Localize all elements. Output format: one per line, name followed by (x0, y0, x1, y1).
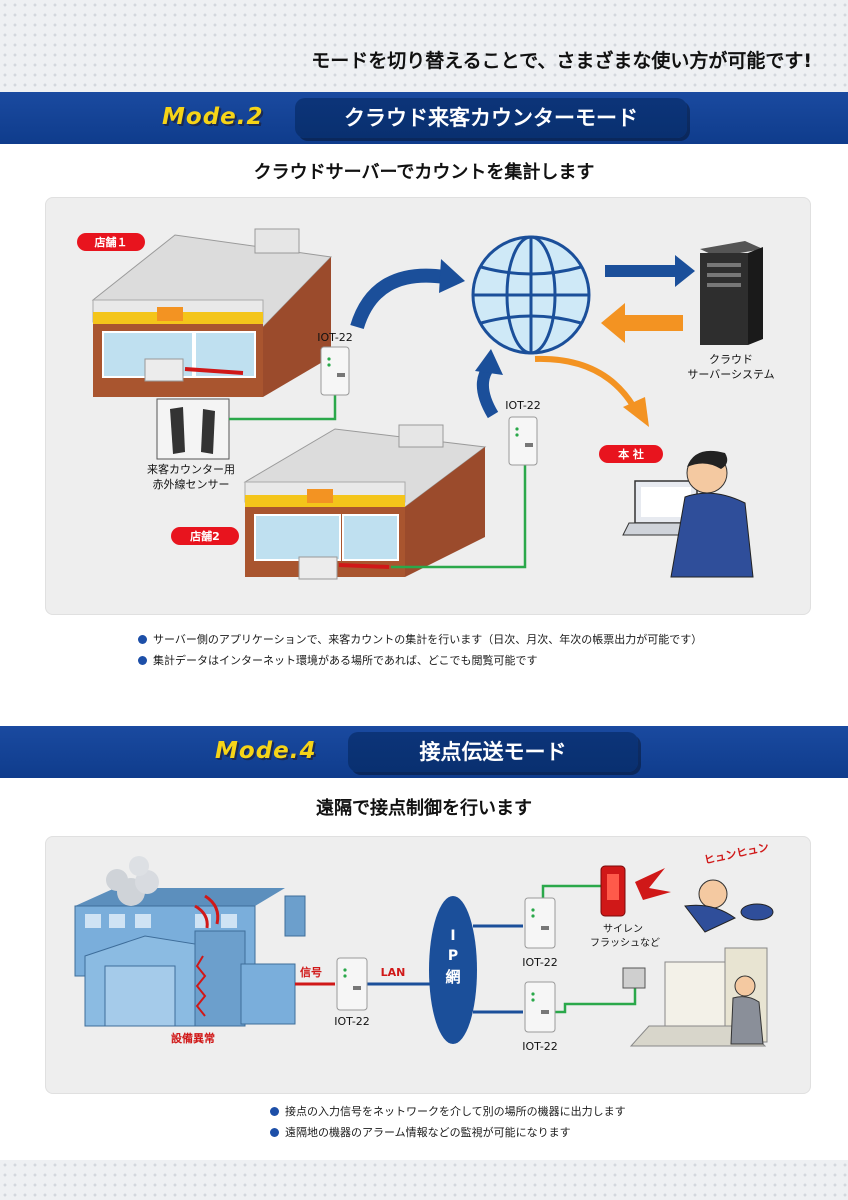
bottom-dotted-background (0, 1160, 848, 1200)
arrow-to-server-head (675, 255, 695, 287)
mode4-label: Mode.4 (215, 738, 317, 764)
mode4-diagram: 設備異常 信号 LAN IOT-22 I P 網 IOT-22 (74, 840, 774, 1053)
arrow-store1-to-cloud (350, 268, 446, 330)
arrow-store2-to-cloud (477, 363, 499, 419)
mode4-diagram-panel: 設備異常 信号 LAN IOT-22 I P 網 IOT-22 (45, 836, 811, 1094)
office-wire (543, 988, 637, 1014)
mode2-note-2-text: 集計データはインターネット環境がある場所であれば、どこでも閲覧可能です (153, 654, 538, 667)
iot22-device-icon-top (524, 897, 556, 949)
server-tower-icon (700, 241, 763, 345)
iot22-device-icon-bottom (524, 981, 556, 1033)
ip-label-3: 網 (445, 968, 460, 986)
mode2-diagram: 来客カウンター用 赤外線センサー 店舗１ 店舗2 (77, 228, 775, 580)
store2-badge (171, 527, 239, 545)
office-monitoring-icon (622, 947, 768, 1047)
iot22-device-icon-main (336, 957, 368, 1011)
device2-label: IOT-22 (505, 399, 541, 412)
store1-badge (77, 233, 145, 251)
mode4-note-2: 遠隔地の機器のアラーム情報などの監視が可能になります (270, 1122, 626, 1143)
mode2-subtitle: クラウドサーバーでカウントを集計します (253, 162, 595, 183)
mode2-title: クラウド来客カウンターモード (295, 98, 687, 138)
device-top-label: IOT-22 (522, 956, 558, 969)
store1-building (91, 228, 333, 397)
anomaly-label: 設備異常 (171, 1031, 215, 1045)
ip-label-2: P (448, 948, 458, 964)
infrared-sensor-icon (156, 398, 230, 460)
office-worker-laptop-icon (622, 450, 754, 578)
bullet-icon (270, 1128, 279, 1137)
siren-label-1: サイレン (603, 923, 643, 935)
iot22-device-icon-1 (320, 346, 350, 396)
top-dotted-background (0, 0, 848, 92)
mode2-note-1: サーバー側のアプリケーションで、来客カウントの集計を行います（日次、月次、年次の… (138, 629, 702, 650)
store1-label: 店舗１ (95, 235, 128, 249)
mode2-label: Mode.2 (162, 104, 264, 130)
ip-network-icon (429, 896, 477, 1044)
ip-label-1: I (450, 928, 455, 944)
mode2-notes: サーバー側のアプリケーションで、来客カウントの集計を行います（日次、月次、年次の… (138, 629, 702, 671)
tagline: モードを切り替えることで、さまざまな使い方が可能です! (311, 50, 812, 72)
bullet-icon (270, 1107, 279, 1116)
internet-globe-icon (471, 235, 591, 355)
mode2-note-2: 集計データはインターネット環境がある場所であれば、どこでも閲覧可能です (138, 650, 702, 671)
server-label-1: クラウド (709, 353, 753, 366)
hyun-label: ヒュンヒュン (703, 840, 770, 866)
signal-label: 信号 (300, 965, 322, 979)
mode4-title: 接点伝送モード (348, 732, 638, 772)
lan-label: LAN (381, 966, 406, 979)
store1-wire (229, 391, 337, 421)
store2-wire (391, 465, 527, 569)
mode4-note-2-text: 遠隔地の機器のアラーム情報などの監視が可能になります (285, 1126, 571, 1139)
arrow-from-server-head (601, 303, 625, 343)
factory-buildings-icon (74, 856, 306, 1027)
device-main-label: IOT-22 (334, 1015, 370, 1028)
hq-badge (599, 445, 663, 463)
arrow-cloud-to-hq (534, 355, 638, 411)
mode2-note-1-text: サーバー側のアプリケーションで、来客カウントの集計を行います（日次、月次、年次の… (153, 633, 703, 646)
device-bottom-label: IOT-22 (522, 1040, 558, 1053)
siren-wire (541, 884, 605, 902)
guard-person-icon (684, 879, 774, 933)
arrow-from-server (623, 315, 683, 331)
mode4-note-1: 接点の入力信号をネットワークを介して別の場所の機器に出力します (270, 1101, 626, 1122)
sensor-label-2: 赤外線センサー (153, 477, 230, 491)
arrow-to-server (605, 265, 677, 277)
arrow-cloud-to-hq-head (623, 397, 649, 427)
iot22-device-icon-2 (508, 416, 538, 466)
bullet-icon (138, 656, 147, 665)
bullet-icon (138, 635, 147, 644)
store2-label: 店舗2 (190, 529, 220, 543)
mode2-diagram-panel: 来客カウンター用 赤外線センサー 店舗１ 店舗2 (45, 197, 811, 615)
mode4-subtitle: 遠隔で接点制御を行います (316, 798, 532, 819)
store2-building (243, 424, 487, 580)
hq-label: 本 社 (618, 447, 644, 461)
arrow-store2-head (475, 349, 503, 375)
mode2-header-band: Mode.2 クラウド来客カウンターモード (0, 92, 848, 144)
sensor-label-1: 来客カウンター用 (147, 462, 235, 476)
server-label-2: サーバーシステム (687, 368, 774, 381)
siren-label-2: フラッシュなど (590, 937, 660, 949)
device1-label: IOT-22 (317, 331, 353, 344)
mode4-notes: 接点の入力信号をネットワークを介して別の場所の機器に出力します 遠隔地の機器のア… (270, 1101, 626, 1143)
arrow-store1-head (439, 259, 465, 293)
siren-flash-icon (600, 865, 671, 917)
mode4-header-band: Mode.4 接点伝送モード (0, 726, 848, 778)
mode4-note-1-text: 接点の入力信号をネットワークを介して別の場所の機器に出力します (285, 1105, 626, 1118)
